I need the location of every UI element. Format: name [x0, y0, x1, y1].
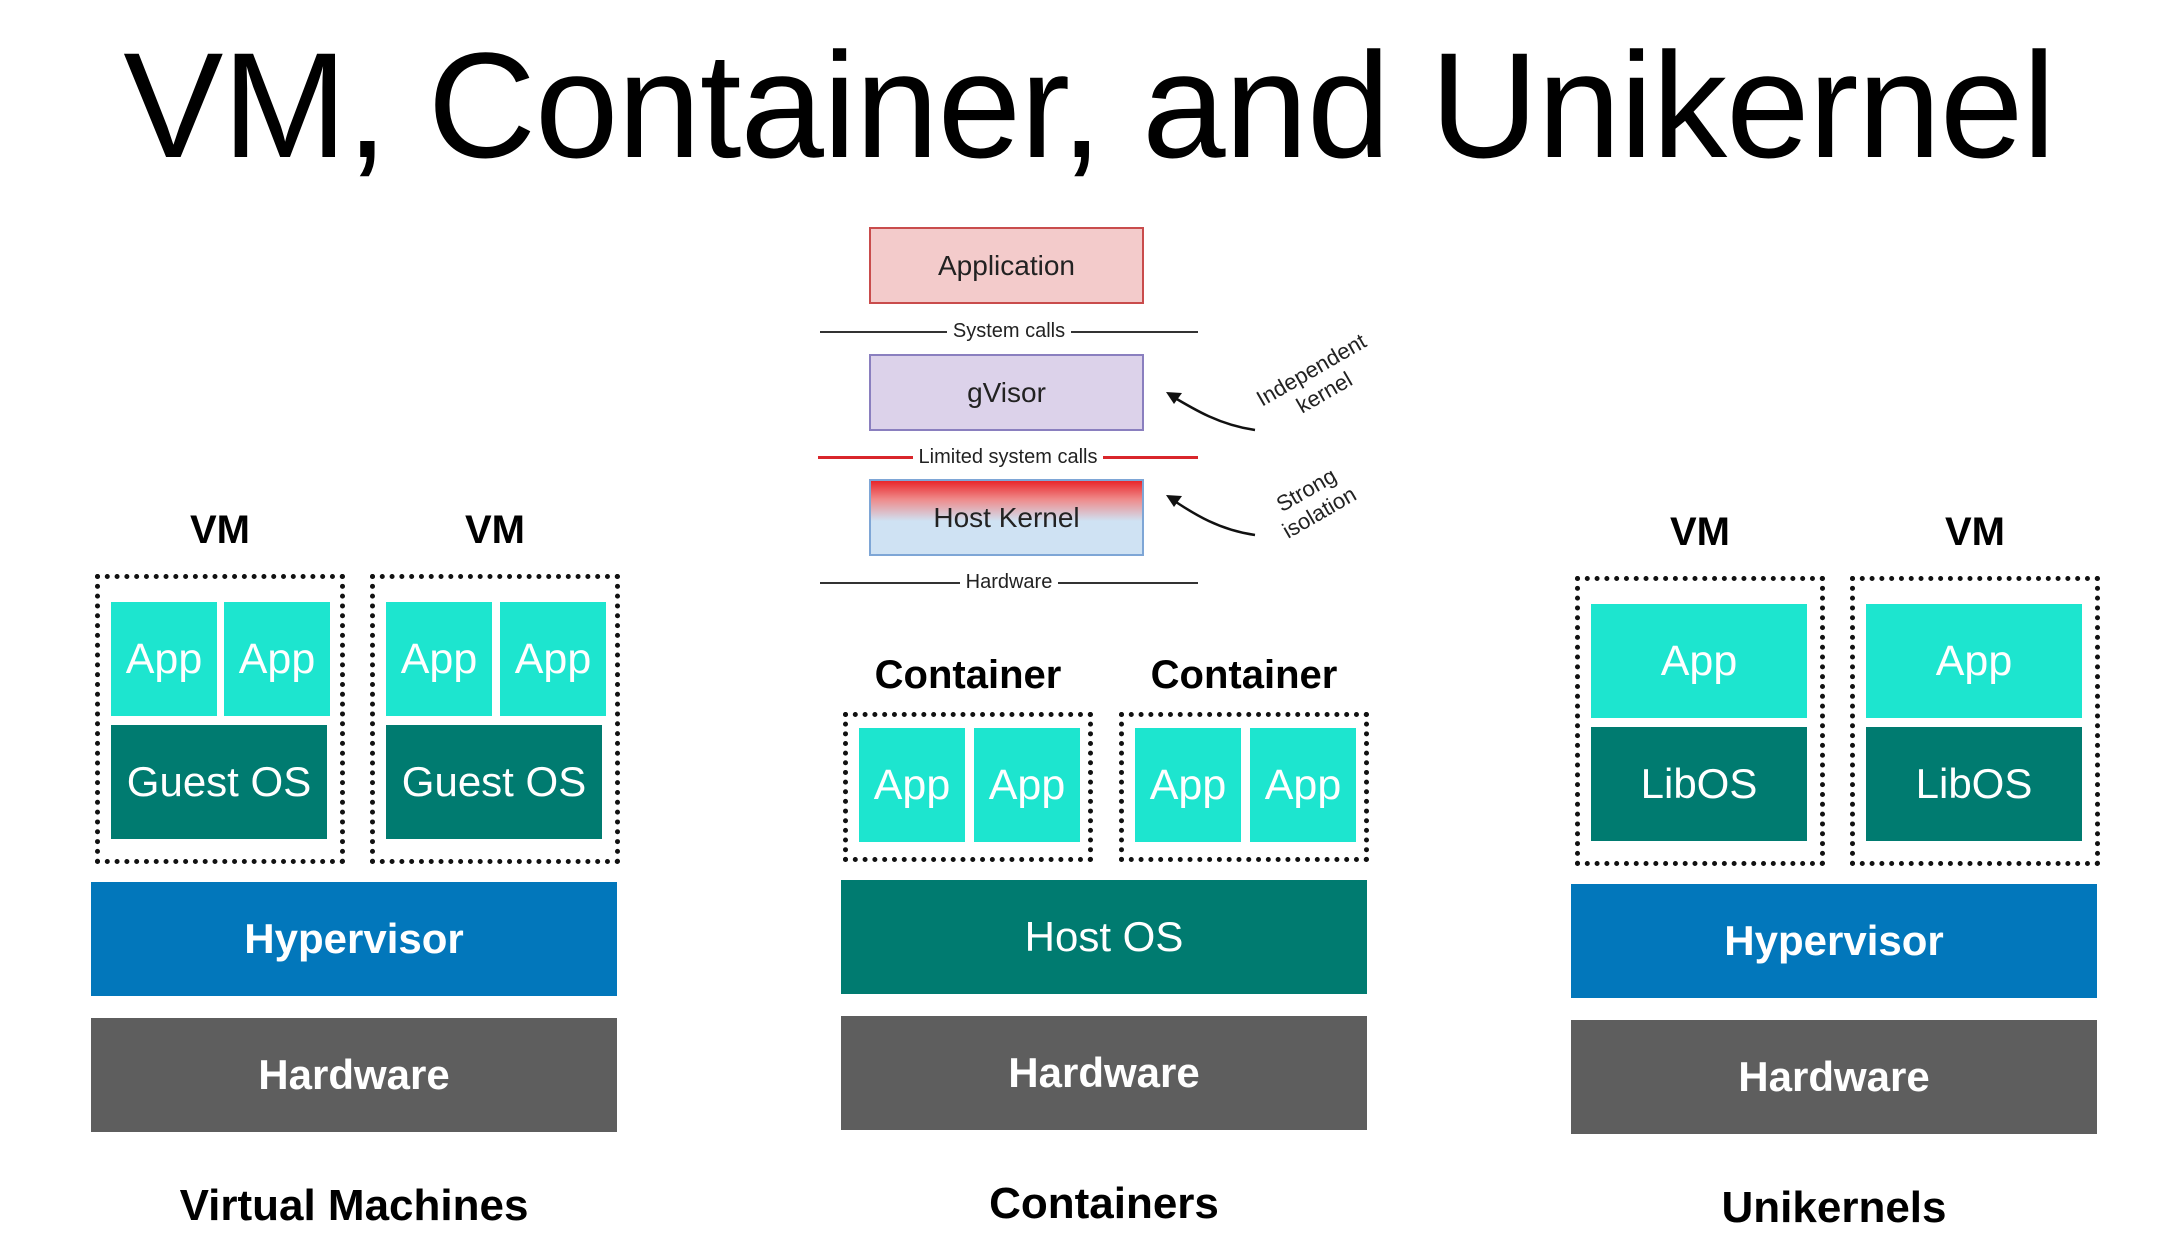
annotation-arrows — [1166, 392, 1256, 537]
column-caption: Virtual Machines — [179, 1181, 529, 1230]
limited-system-calls-label-wrap: Limited system calls — [818, 442, 1198, 472]
app-block: App — [224, 602, 330, 716]
column-caption: Unikernels — [1721, 1183, 1947, 1232]
vm-boundary — [370, 574, 620, 864]
hardware-layer: Hardware — [841, 1016, 1367, 1130]
hypervisor-layer: Hypervisor — [91, 882, 617, 996]
app-block: App — [111, 602, 217, 716]
libos-block: LibOS — [1591, 727, 1807, 841]
app-block: App — [859, 728, 965, 842]
column-caption: Containers — [989, 1179, 1219, 1228]
app-block: App — [1866, 604, 2082, 718]
app-block: App — [500, 602, 606, 716]
container-label: Container — [1150, 652, 1338, 697]
app-block: App — [386, 602, 492, 716]
independent-kernel-note: Independent kernel — [1252, 328, 1371, 419]
vm-boundary — [95, 574, 345, 864]
vm-label: VM — [1945, 509, 2005, 554]
host-os-layer: Host OS — [841, 880, 1367, 994]
host-kernel-box: Host Kernel — [869, 479, 1144, 556]
application-box: Application — [869, 227, 1144, 304]
app-block: App — [1135, 728, 1241, 842]
system-calls-label-wrap: System calls — [820, 316, 1198, 346]
app-block: App — [1591, 604, 1807, 718]
vm-label: VM — [1670, 509, 1730, 554]
container-boundary — [1119, 712, 1369, 862]
vm-boundary — [1575, 576, 1825, 866]
vm-label: VM — [465, 507, 525, 552]
app-block: App — [1250, 728, 1356, 842]
guest-os-block: Guest OS — [111, 725, 327, 839]
hardware-layer: Hardware — [91, 1018, 617, 1132]
hypervisor-layer: Hypervisor — [1571, 884, 2097, 998]
vm-label: VM — [190, 507, 250, 552]
vm-boundary — [1850, 576, 2100, 866]
guest-os-block: Guest OS — [386, 725, 602, 839]
container-boundary — [843, 712, 1093, 862]
gvisor-box: gVisor — [869, 354, 1144, 431]
libos-block: LibOS — [1866, 727, 2082, 841]
system-calls-label: System calls — [946, 319, 1072, 343]
container-label: Container — [874, 652, 1062, 697]
page-title: VM, Container, and Unikernel — [123, 20, 2055, 189]
hardware-label: Hardware — [959, 570, 1059, 594]
hardware-label-wrap: Hardware — [820, 567, 1198, 597]
hardware-layer: Hardware — [1571, 1020, 2097, 1134]
limited-system-calls-label: Limited system calls — [912, 445, 1104, 469]
app-block: App — [974, 728, 1080, 842]
